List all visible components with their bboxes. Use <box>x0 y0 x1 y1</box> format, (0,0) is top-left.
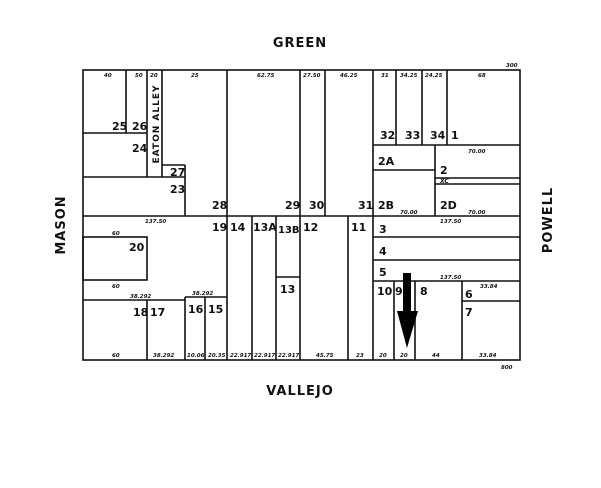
dim-interior: 70.00 <box>468 210 486 216</box>
lot-28: 28 <box>212 199 227 212</box>
dimension-labels: 40 50 20 25 62.75 27.50 46.25 31 34.25 2… <box>104 63 518 371</box>
lot-6: 6 <box>465 288 473 301</box>
lot-12: 12 <box>303 221 318 234</box>
lot-2: 2 <box>440 164 448 177</box>
dim-top: 40 <box>104 73 112 79</box>
lot-5: 5 <box>379 266 387 279</box>
dim-bottom: 22.917 <box>254 353 275 359</box>
lot-xc: XC <box>439 178 449 185</box>
dim-top: 27.50 <box>303 73 321 79</box>
lot-15: 15 <box>208 303 223 316</box>
lot-18: 18 <box>133 306 148 319</box>
dim-bottom: 23 <box>356 353 364 359</box>
dim-top: 62.75 <box>257 73 275 79</box>
dim-interior: 60 <box>112 231 120 237</box>
dim-bottom: 45.75 <box>316 353 334 359</box>
dim-interior: 137.50 <box>440 275 461 281</box>
lot-24: 24 <box>132 142 148 155</box>
arrow-down-icon <box>397 273 418 348</box>
dim-corner-ne: 300 <box>506 63 518 69</box>
dim-bottom: 44 <box>432 353 440 359</box>
dim-interior: 70.00 <box>400 210 418 216</box>
dim-top: 46.25 <box>340 73 358 79</box>
dim-bottom: 20 <box>400 353 408 359</box>
dim-interior: 38.292 <box>192 291 213 297</box>
lot-4: 4 <box>379 245 387 258</box>
lot-2b: 2B <box>378 199 394 212</box>
lot-32: 32 <box>380 129 395 142</box>
street-green: GREEN <box>273 36 327 51</box>
dim-interior: 33.84 <box>480 284 498 290</box>
lot-23: 23 <box>170 183 185 196</box>
lot-17: 17 <box>150 306 165 319</box>
lot-31: 31 <box>358 199 373 212</box>
dim-top: 25 <box>191 73 199 79</box>
street-mason: MASON <box>54 195 69 254</box>
lot-34: 34 <box>430 129 446 142</box>
lot-2d: 2D <box>440 199 457 212</box>
dim-top: 34.25 <box>400 73 418 79</box>
eaton-alley-label: EATON ALLEY <box>152 85 162 164</box>
lot-2a: 2A <box>378 155 395 168</box>
street-powell: POWELL <box>541 187 556 253</box>
lot-25: 25 <box>112 120 127 133</box>
lot-13a: 13A <box>253 221 277 234</box>
lot-7: 7 <box>465 306 473 319</box>
lot-14: 14 <box>230 221 246 234</box>
dim-top: 24.25 <box>425 73 443 79</box>
dim-bottom: 20 <box>379 353 387 359</box>
dim-corner-se: 800 <box>501 365 513 371</box>
dim-bottom: 33.84 <box>479 353 497 359</box>
lot-1: 1 <box>451 129 459 142</box>
lot-13: 13 <box>280 283 295 296</box>
street-vallejo: VALLEJO <box>266 384 334 399</box>
lot-30: 30 <box>309 199 325 212</box>
lot-16: 16 <box>188 303 204 316</box>
lot-numbers: 25 26 24 27 23 28 29 30 31 32 33 34 1 2A… <box>112 120 473 319</box>
parcel-lines <box>82 69 521 361</box>
dim-interior: 137.50 <box>145 219 166 225</box>
lot-10: 10 <box>377 285 393 298</box>
lot-20: 20 <box>129 241 145 254</box>
lot-11: 11 <box>351 221 366 234</box>
dim-interior: 137.50 <box>440 219 461 225</box>
lot-3: 3 <box>379 223 387 236</box>
lot-27: 27 <box>170 166 185 179</box>
lot-13b: 13B <box>278 225 300 236</box>
dim-interior: 38.292 <box>130 294 151 300</box>
lot-line <box>82 236 148 281</box>
lot-33: 33 <box>405 129 420 142</box>
dim-bottom: 22.917 <box>230 353 251 359</box>
dim-bottom: 38.292 <box>153 353 174 359</box>
dim-bottom: 20.35 <box>208 353 226 359</box>
dim-interior: 60 <box>112 284 120 290</box>
lot-26: 26 <box>132 120 148 133</box>
block-outline <box>82 69 521 361</box>
lot-29: 29 <box>285 199 300 212</box>
dim-bottom: 60 <box>112 353 120 359</box>
lot-9: 9 <box>395 285 403 298</box>
dim-bottom: 10.06 <box>187 353 205 359</box>
dim-top: 50 <box>135 73 143 79</box>
lot-8: 8 <box>420 285 428 298</box>
dim-top: 68 <box>478 73 486 79</box>
dim-bottom: 22.917 <box>278 353 299 359</box>
dim-top: 31 <box>381 73 389 79</box>
lot-19: 19 <box>212 221 227 234</box>
dim-top: 20 <box>150 73 158 79</box>
dim-interior: 70.00 <box>468 149 486 155</box>
